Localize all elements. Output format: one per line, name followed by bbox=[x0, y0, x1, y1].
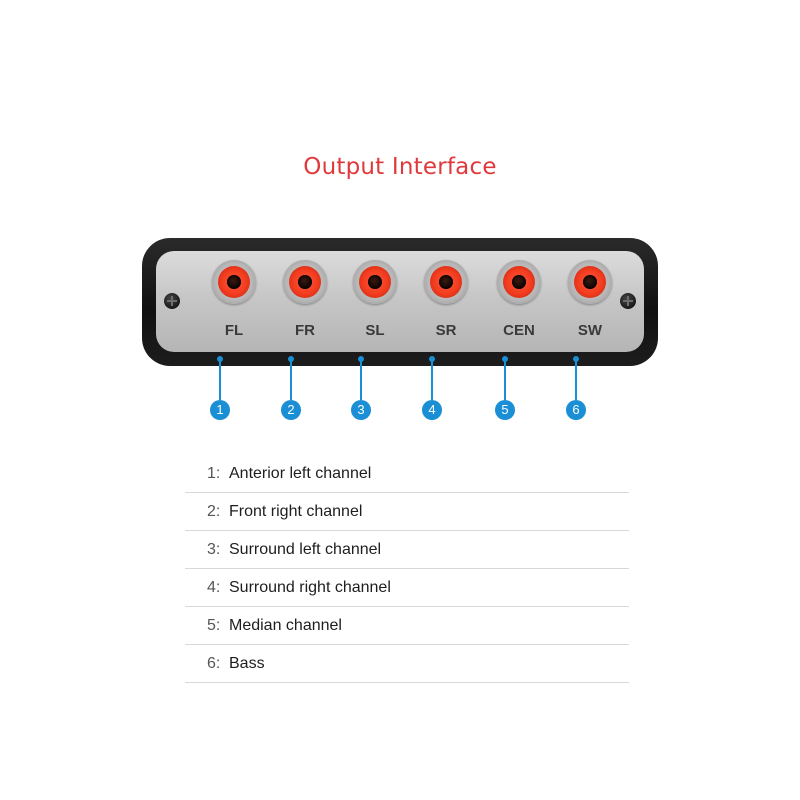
rca-port-sr bbox=[424, 260, 468, 304]
legend-text: Front right channel bbox=[229, 502, 363, 520]
legend-number: 1: bbox=[207, 464, 221, 482]
port-label-sr: SR bbox=[435, 322, 457, 339]
rca-hole-icon bbox=[298, 275, 312, 289]
legend-number: 5: bbox=[207, 616, 221, 634]
rca-port-cen bbox=[497, 260, 541, 304]
legend-text: Surround right channel bbox=[229, 578, 391, 596]
right-screw-icon bbox=[620, 293, 636, 309]
leader-line bbox=[429, 356, 435, 400]
leader-line bbox=[288, 356, 294, 400]
number-badge: 6 bbox=[566, 400, 586, 420]
legend-text: Bass bbox=[229, 654, 265, 672]
rca-ring-icon bbox=[574, 266, 606, 298]
number-badge: 5 bbox=[495, 400, 515, 420]
number-badge: 1 bbox=[210, 400, 230, 420]
audio-decoder-device: FL FR SL SR CEN SW bbox=[142, 238, 658, 366]
legend-row: 5: Median channel bbox=[185, 607, 629, 645]
output-panel: FL FR SL SR CEN SW bbox=[156, 251, 644, 352]
rca-port-fr bbox=[283, 260, 327, 304]
port-label-fl: FL bbox=[224, 322, 244, 339]
rca-ring-icon bbox=[218, 266, 250, 298]
rca-ring-icon bbox=[359, 266, 391, 298]
port-label-cen: CEN bbox=[503, 322, 535, 339]
rca-ring-icon bbox=[289, 266, 321, 298]
legend-text: Surround left channel bbox=[229, 540, 382, 558]
legend-number: 2: bbox=[207, 502, 221, 520]
legend-number: 4: bbox=[207, 578, 221, 596]
rca-hole-icon bbox=[439, 275, 453, 289]
legend-row: 1: Anterior left channel bbox=[185, 455, 629, 493]
leader-line bbox=[502, 356, 508, 400]
rca-ring-icon bbox=[430, 266, 462, 298]
port-label-fr: FR bbox=[295, 322, 315, 339]
rca-port-fl bbox=[212, 260, 256, 304]
legend-row: 4: Surround right channel bbox=[185, 569, 629, 607]
number-badge: 2 bbox=[281, 400, 301, 420]
port-label-sl: SL bbox=[365, 322, 385, 339]
rca-hole-icon bbox=[512, 275, 526, 289]
legend-number: 6: bbox=[207, 654, 221, 672]
rca-hole-icon bbox=[227, 275, 241, 289]
leader-line bbox=[217, 356, 223, 400]
leader-line bbox=[358, 356, 364, 400]
port-label-sw: SW bbox=[577, 322, 603, 339]
legend-row: 2: Front right channel bbox=[185, 493, 629, 531]
legend-row: 6: Bass bbox=[185, 645, 629, 683]
legend-text: Anterior left channel bbox=[229, 464, 372, 482]
rca-hole-icon bbox=[368, 275, 382, 289]
rca-port-sw bbox=[568, 260, 612, 304]
legend-row: 3: Surround left channel bbox=[185, 531, 629, 569]
legend-number: 3: bbox=[207, 540, 221, 558]
number-badge: 3 bbox=[351, 400, 371, 420]
rca-port-sl bbox=[353, 260, 397, 304]
page-title: Output Interface bbox=[303, 154, 497, 180]
rca-hole-icon bbox=[583, 275, 597, 289]
left-screw-icon bbox=[164, 293, 180, 309]
channel-legend: 1: Anterior left channel 2: Front right … bbox=[185, 455, 629, 683]
rca-ring-icon bbox=[503, 266, 535, 298]
legend-text: Median channel bbox=[229, 616, 342, 634]
number-badge: 4 bbox=[422, 400, 442, 420]
leader-line bbox=[573, 356, 579, 400]
